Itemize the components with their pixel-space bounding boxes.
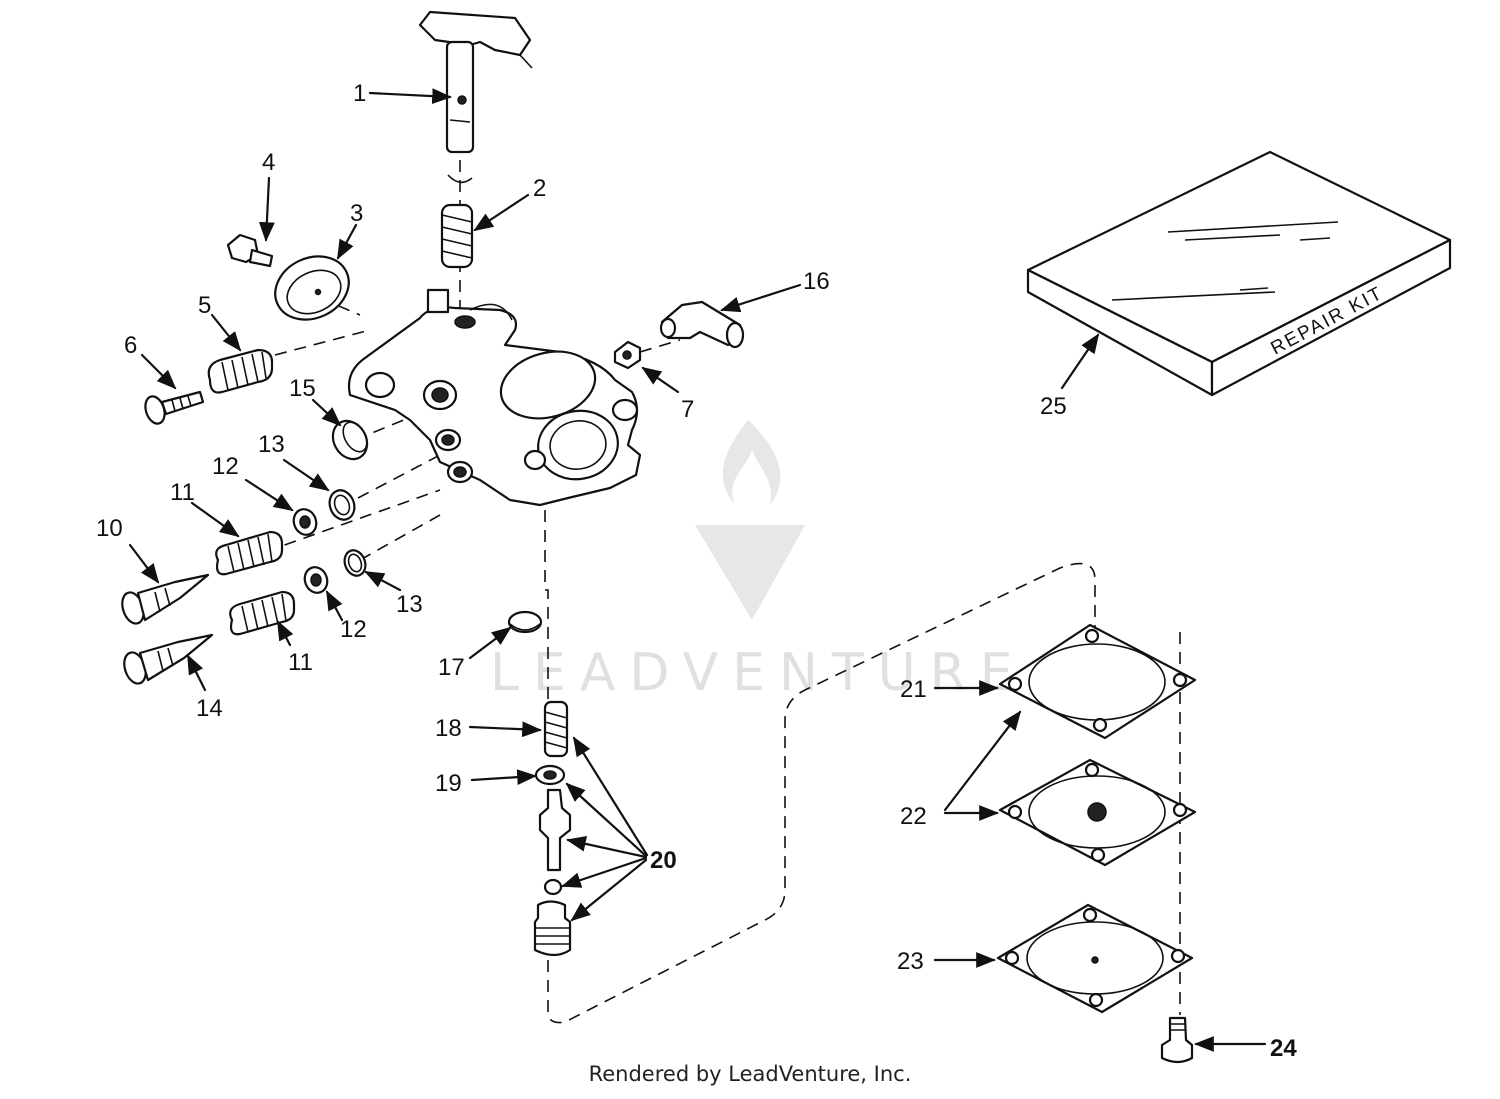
callout-25: 25 (1040, 393, 1067, 420)
repair-kit-part: REPAIR KIT (1026, 150, 1452, 397)
credit-footer: Rendered by LeadVenture, Inc. (588, 1062, 912, 1086)
callout-23: 23 (897, 948, 924, 975)
callout-21: 21 (900, 676, 927, 703)
callout-11-upper: 11 (170, 479, 195, 506)
callout-12-upper: 12 (212, 453, 239, 480)
main-needle-part (121, 573, 210, 625)
callout-4: 4 (262, 149, 275, 176)
callout-6: 6 (124, 332, 137, 359)
callout-13-upper: 13 (258, 431, 285, 458)
callout-5: 5 (198, 292, 211, 319)
callout-14: 14 (196, 695, 223, 722)
carburetor-body-part (347, 288, 642, 507)
fuel-fitting-part (659, 300, 745, 349)
welch-plug-part (331, 419, 369, 461)
callout-7: 7 (681, 396, 694, 423)
callout-1: 1 (353, 80, 366, 107)
leader-arrows (128, 88, 1267, 1052)
idle-needle-part (123, 633, 214, 685)
o-ring-upper-part (328, 489, 356, 521)
callout-15: 15 (289, 375, 316, 402)
watermark-text: LEADVENTURE (490, 643, 1027, 703)
callout-12-lower: 12 (340, 616, 367, 643)
diaphragm-cover-part (996, 903, 1194, 1014)
plate-screw-part (226, 233, 274, 268)
idle-screw-part (144, 390, 205, 425)
idle-spring-part (207, 348, 274, 394)
throttle-plate-part (274, 255, 350, 321)
cover-screw-part (1160, 1016, 1194, 1064)
diaphragm-part (998, 758, 1197, 867)
callout-11-lower: 11 (288, 649, 313, 676)
callout-17: 17 (438, 654, 465, 681)
watermark-logo: LEADVENTURE (490, 420, 1027, 703)
callout-2: 2 (533, 175, 546, 202)
callout-3: 3 (350, 200, 363, 227)
callout-18: 18 (435, 715, 462, 742)
inlet-seat-part (533, 900, 572, 957)
callout-24: 24 (1270, 1035, 1297, 1062)
shaft-spring-part (440, 174, 474, 269)
needle-spring-lower-part (229, 590, 296, 636)
gasket-part (998, 623, 1197, 740)
washer-lower-part (303, 566, 329, 594)
fitting-washer-part (613, 340, 642, 370)
callout-20: 20 (650, 847, 677, 874)
callout-16: 16 (803, 268, 830, 295)
needle-spring-upper-part (215, 530, 284, 576)
o-ring-lower-part (343, 549, 367, 577)
callout-10: 10 (96, 515, 123, 542)
cup-plug-part (507, 610, 543, 634)
callout-13-lower: 13 (396, 591, 423, 618)
inlet-ball-part (543, 878, 563, 896)
inlet-needle-part (538, 788, 572, 872)
callout-22: 22 (900, 803, 927, 830)
callout-labels: 1 2 3 4 5 6 7 10 11 11 12 12 13 13 14 15… (96, 80, 1297, 1062)
inlet-washer-part (534, 764, 566, 786)
throttle-shaft-part (418, 10, 533, 154)
inlet-spring-part (543, 700, 569, 758)
callout-19: 19 (435, 770, 462, 797)
washer-upper-part (292, 508, 318, 536)
